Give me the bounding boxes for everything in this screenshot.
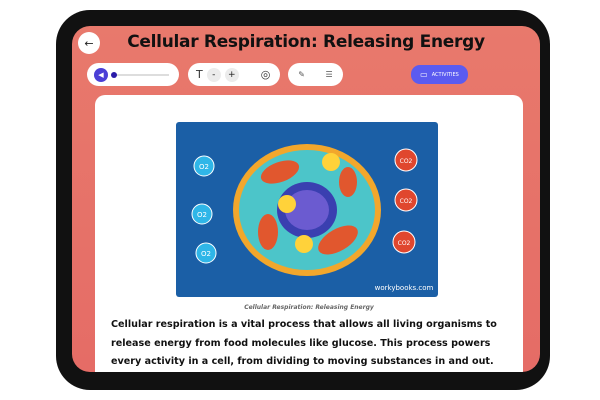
pencil-icon[interactable]: ✎: [298, 70, 305, 79]
font-size-icon: T: [196, 68, 203, 81]
watermark: workybooks.com: [375, 284, 434, 292]
o2-label: O2: [197, 211, 207, 219]
back-button[interactable]: ←: [78, 32, 100, 54]
cell-illustration: O2 O2 O2 CO2 CO2 CO2 workybooks.com: [176, 122, 438, 297]
speaker-button[interactable]: ◀: [94, 67, 108, 82]
presentation-icon: ▭: [420, 70, 428, 79]
globe-icon[interactable]: ◎: [260, 68, 271, 81]
activities-button[interactable]: ▭ACTIVITIES: [411, 65, 468, 84]
decrease-font-button[interactable]: -: [206, 67, 221, 82]
text-controls: T - + ◎: [188, 63, 280, 86]
image-caption: Cellular Respiration: Releasing Energy: [244, 304, 374, 311]
activities-label: ACTIVITIES: [431, 71, 459, 78]
list-icon[interactable]: ☰: [325, 70, 333, 79]
page-title: Cellular Respiration: Releasing Energy: [127, 32, 485, 52]
body-paragraph: Cellular respiration is a vital process …: [111, 319, 497, 367]
o2-label: O2: [201, 250, 211, 258]
co2-label: CO2: [400, 158, 413, 165]
o2-label: O2: [199, 163, 209, 171]
screen: ← Cellular Respiration: Releasing Energy…: [72, 26, 540, 372]
increase-font-button[interactable]: +: [224, 67, 239, 82]
content-card: O2 O2 O2 CO2 CO2 CO2 workybooks.com Cell…: [95, 95, 523, 372]
co2-label: CO2: [398, 240, 411, 247]
co2-label: CO2: [400, 198, 413, 205]
audio-player: ◀: [87, 63, 179, 86]
arrow-left-icon: ←: [84, 36, 94, 50]
tools: ✎ ☰: [288, 63, 343, 86]
audio-progress-slider[interactable]: [111, 71, 169, 78]
